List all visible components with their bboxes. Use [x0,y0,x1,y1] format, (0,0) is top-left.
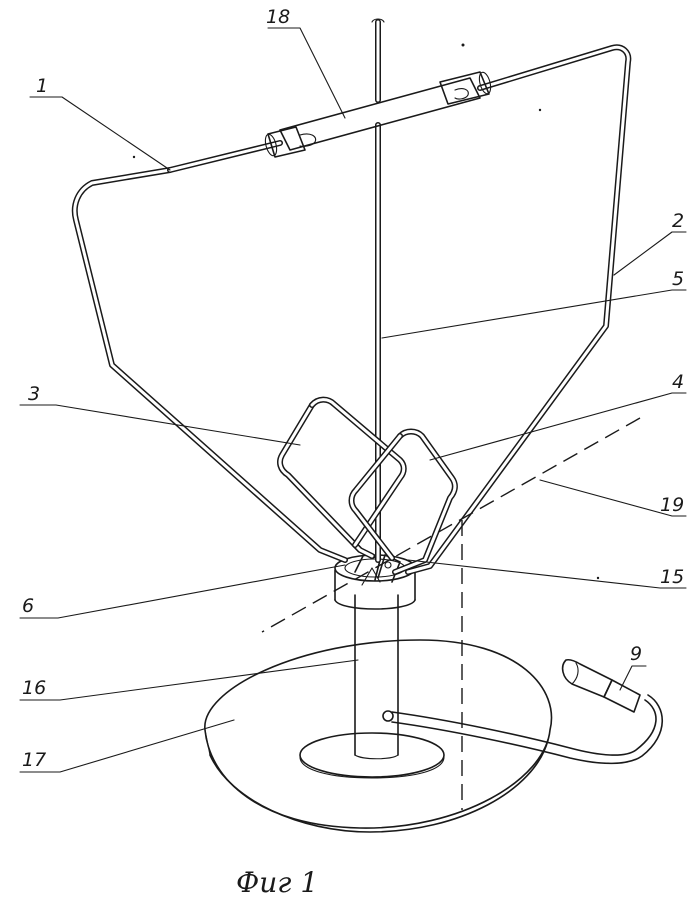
reference-labels: 1 18 2 5 3 4 19 6 15 9 16 17 Фиг 1 [22,6,684,899]
label-5: 5 [672,268,684,290]
base-disc [204,639,553,833]
label-3: 3 [28,383,40,405]
speck-marks [132,43,600,580]
coax-cable [382,658,664,765]
central-mast [371,18,385,563]
label-9: 9 [630,643,642,665]
hub-block [334,551,416,610]
pedestal-plate [299,732,445,779]
label-18: 18 [266,6,290,28]
small-loop-right [348,428,458,575]
crossbar-insulator [264,71,492,158]
label-6: 6 [22,595,34,617]
label-17: 17 [22,749,46,771]
label-16: 16 [22,677,46,699]
large-loop-element [71,44,632,575]
label-1: 1 [36,75,48,97]
label-19: 19 [660,494,684,516]
label-2: 2 [672,210,684,232]
label-4: 4 [672,371,684,393]
leader-lines [19,27,687,773]
stand-tube [354,594,399,760]
label-15: 15 [660,566,684,588]
figure-caption: Фиг 1 [236,866,318,899]
small-loop-left [277,396,407,559]
reference-axis-dashed [261,417,641,810]
